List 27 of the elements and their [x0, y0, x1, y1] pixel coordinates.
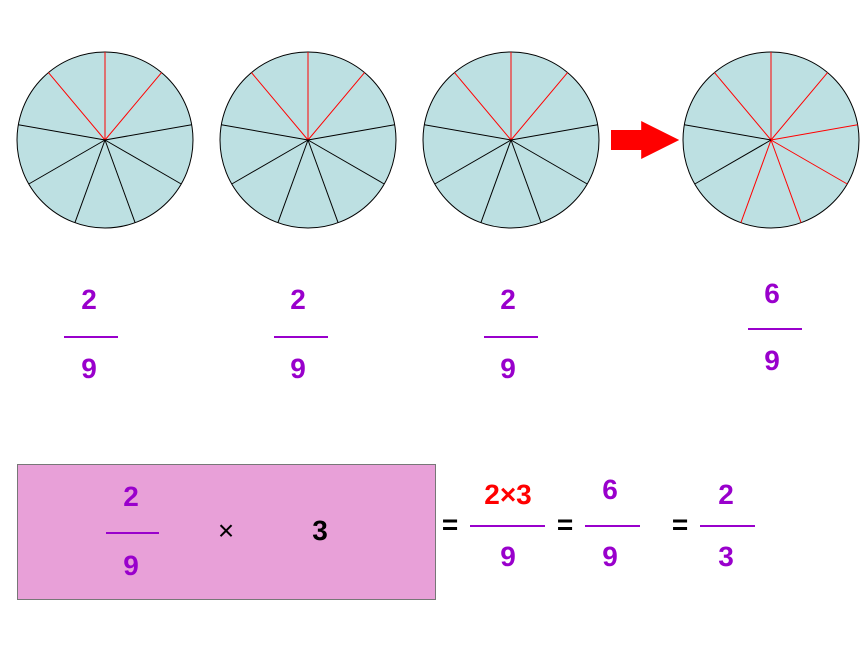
denominator: 9 — [290, 355, 306, 383]
numerator: 6 — [602, 476, 618, 504]
equals-sign: = — [556, 511, 574, 539]
fraction-circle-drawing — [220, 52, 396, 228]
multiplier: 3 — [312, 517, 328, 545]
denominator: 9 — [81, 355, 97, 383]
numerator: 2 — [290, 286, 306, 314]
numerator: 2 — [123, 483, 139, 511]
equals-sign: = — [442, 511, 458, 539]
fraction-circle-drawing — [682, 52, 860, 228]
numerator: 2 — [81, 286, 97, 314]
fraction-circle-drawing — [16, 52, 194, 228]
numerator: 6 — [764, 280, 780, 308]
block-arrow — [611, 121, 680, 159]
numerator: 2 — [718, 481, 734, 509]
denominator: 9 — [764, 347, 780, 375]
denominator: 9 — [123, 552, 139, 580]
numerator: 2×3 — [484, 481, 532, 509]
denominator: 9 — [602, 543, 618, 571]
multiplication-sign: × — [218, 517, 234, 545]
expression-box — [17, 464, 436, 600]
denominator: 9 — [500, 543, 516, 571]
denominator: 3 — [718, 543, 734, 571]
equals-sign: = — [672, 511, 688, 539]
numerator: 2 — [500, 286, 516, 314]
denominator: 9 — [500, 355, 516, 383]
fraction-circle-drawing — [422, 52, 600, 228]
